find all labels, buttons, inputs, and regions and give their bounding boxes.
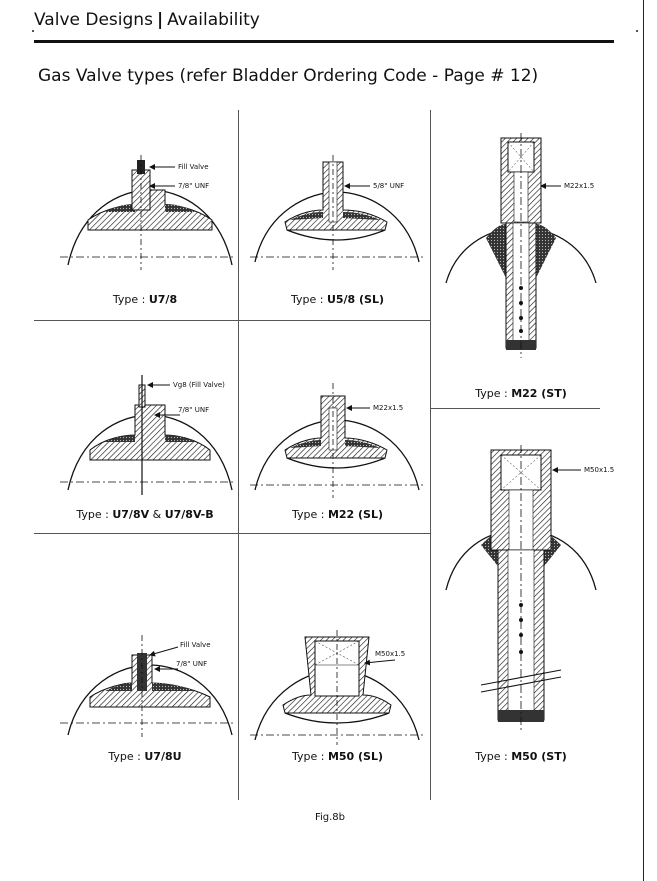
grid-divider bbox=[238, 110, 239, 800]
margin-mark bbox=[32, 30, 34, 32]
section-subtitle: Gas Valve types (refer Bladder Ordering … bbox=[38, 66, 539, 86]
valve-m22st-drawing: M22x1.5 bbox=[445, 133, 597, 358]
grid-divider bbox=[430, 408, 600, 409]
valve-m22sl-caption: Type : M22 (SL) bbox=[291, 508, 384, 521]
valve-m22st-caption: Type : M22 (ST) bbox=[475, 387, 567, 400]
valve-m50sl-drawing: M50x1.5 bbox=[250, 630, 425, 745]
page-header: Valve Designs|Availability bbox=[34, 10, 260, 30]
valve-u78v-label-fill: Vg8 (Fill Valve) bbox=[173, 381, 225, 389]
valve-u78-label-fill: Fill Valve bbox=[178, 163, 209, 171]
valve-u78u-caption: Type : U7/8U bbox=[108, 750, 182, 763]
valve-u78u-drawing: Fill Valve 7/8" UNF bbox=[60, 635, 235, 737]
margin-mark bbox=[636, 30, 638, 32]
valve-u58-drawing: 5/8" UNF bbox=[250, 155, 425, 270]
valve-u78v-caption: Type : U7/8V & U7/8V-B bbox=[76, 508, 214, 521]
header-rule bbox=[34, 40, 614, 43]
valve-u58-caption: Type : U5/8 (SL) bbox=[290, 293, 385, 306]
grid-divider bbox=[34, 533, 430, 534]
valve-u78v-label-thread: 7/8" UNF bbox=[178, 406, 209, 414]
grid-divider bbox=[430, 110, 431, 800]
valve-u78v-drawing: Vg8 (Fill Valve) 7/8" UNF bbox=[60, 375, 235, 495]
page-edge-rule bbox=[643, 0, 644, 881]
valve-m22sl-label-thread: M22x1.5 bbox=[373, 404, 403, 412]
figure-caption: Fig.8b bbox=[314, 812, 346, 823]
valve-u78-drawing: Fill Valve 7/8" UNF bbox=[60, 155, 235, 270]
valve-m22sl-drawing: M22x1.5 bbox=[250, 383, 425, 498]
valve-m50sl-label-thread: M50x1.5 bbox=[375, 650, 405, 658]
grid-divider bbox=[34, 320, 430, 321]
header-topic: Availability bbox=[167, 10, 260, 30]
valve-u58-label-thread: 5/8" UNF bbox=[373, 182, 404, 190]
valve-u78u-label-thread: 7/8" UNF bbox=[176, 660, 207, 668]
valve-m50st-caption: Type : M50 (ST) bbox=[475, 750, 567, 763]
header-separator: | bbox=[156, 10, 164, 30]
valve-m50st-drawing: M50x1.5 bbox=[445, 445, 614, 730]
valve-u78-label-thread: 7/8" UNF bbox=[178, 182, 209, 190]
valve-u78u-label-fill: Fill Valve bbox=[180, 641, 211, 649]
valve-m50sl-caption: Type : M50 (SL) bbox=[291, 750, 384, 763]
valve-m22st-label-thread: M22x1.5 bbox=[564, 182, 594, 190]
header-section: Valve Designs bbox=[34, 10, 153, 30]
valve-m50st-label-thread: M50x1.5 bbox=[584, 466, 614, 474]
valve-u78-caption: Type : U7/8 bbox=[112, 293, 178, 306]
